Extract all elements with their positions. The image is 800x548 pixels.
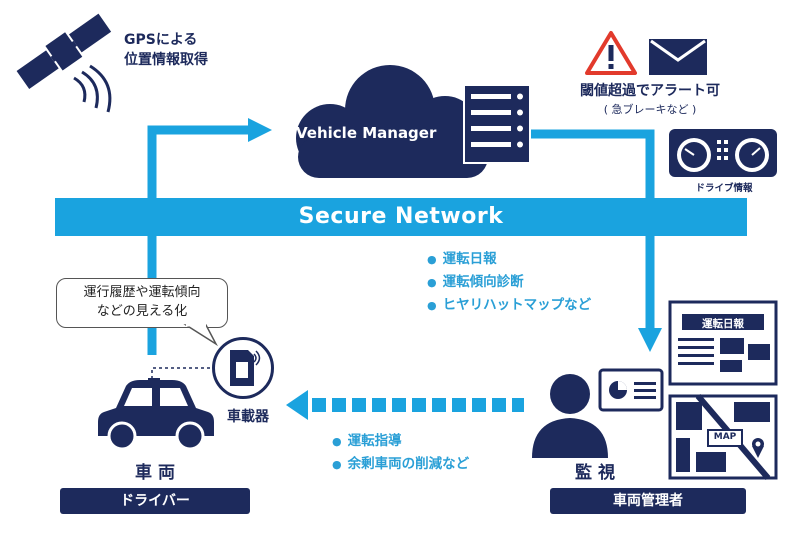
- manager-title: 監 視: [575, 463, 615, 483]
- mail-icon: [649, 39, 707, 75]
- bullet-item: 余剰車両の削減など: [332, 453, 470, 476]
- id-card-icon: [598, 368, 664, 412]
- satellite-icon: [16, 13, 112, 113]
- manager-label: 車両管理者: [550, 488, 746, 514]
- bullets-bottom: 運転指導 余剰車両の削減など: [332, 430, 470, 476]
- report-document-icon: [668, 300, 778, 386]
- dashboard-label: ドライブ情報: [695, 183, 753, 194]
- bubble-tail: [183, 324, 218, 346]
- download-arrowhead: [638, 328, 662, 352]
- bullets-right: 運転日報 運転傾向診断 ヒヤリハットマップなど: [427, 248, 592, 317]
- bullet-item: 運転指導: [332, 430, 469, 453]
- person-icon: [532, 374, 608, 458]
- alert-subtitle: ( 急ブレーキなど ): [603, 103, 697, 116]
- driver-label: ドライバー: [60, 488, 250, 514]
- cloud-label: Vehicle Manager: [296, 124, 437, 142]
- feedback-dashed-arrow: [286, 390, 524, 420]
- server-icon: [463, 84, 531, 164]
- bullet-item: ヒヤリハットマップなど: [427, 294, 592, 317]
- secure-network-band: Secure Network: [55, 198, 747, 236]
- bubble-line2: などの見える化: [96, 304, 188, 319]
- car-title: 車 両: [135, 463, 175, 483]
- warning-icon: [585, 31, 637, 75]
- gps-line1: GPSによる: [124, 32, 198, 48]
- device-label: 車載器: [227, 409, 269, 425]
- gps-caption: GPSによる 位置情報取得: [124, 30, 208, 70]
- upload-arrowhead: [248, 118, 272, 142]
- dashboard-icon: [669, 129, 777, 177]
- speech-bubble: 運行履歴や運転傾向 などの見える化: [56, 278, 228, 328]
- bubble-line1: 運行履歴や運転傾向: [83, 285, 201, 300]
- map-icon: [668, 394, 778, 480]
- alert-title: 閾値超過でアラート可: [580, 83, 720, 99]
- car-icon: [98, 378, 214, 451]
- download-line: [530, 129, 655, 330]
- sim-card-icon: [230, 350, 261, 386]
- network-label: Secure Network: [298, 204, 504, 229]
- gps-line2: 位置情報取得: [124, 52, 208, 68]
- report-label: 運転日報: [702, 318, 744, 330]
- map-label: MAP: [713, 432, 737, 442]
- bullet-item: 運転傾向診断: [427, 271, 591, 294]
- bullet-item: 運転日報: [427, 248, 591, 271]
- cloud-icon: [296, 65, 488, 178]
